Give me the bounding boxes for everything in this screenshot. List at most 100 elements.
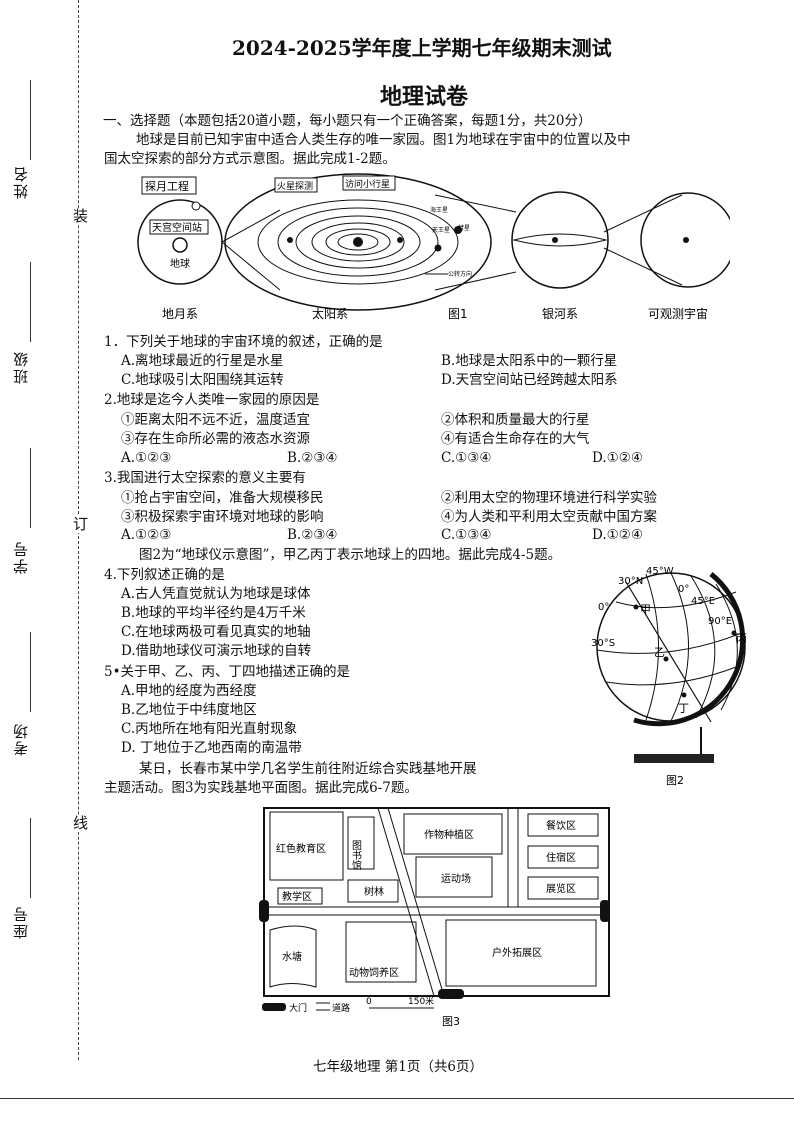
field-name-line[interactable] bbox=[30, 80, 31, 160]
caption-earth-moon: 地月系 bbox=[162, 307, 198, 321]
earth-dot bbox=[172, 237, 188, 253]
caption-fig3: 图3 bbox=[442, 1015, 460, 1028]
q4-option-b[interactable]: B.地球的平均半径约是4万千米 bbox=[121, 605, 306, 621]
area-teaching: 教学区 bbox=[282, 890, 312, 903]
q3-item-2: ②利用太空的物理环境进行科学实验 bbox=[441, 490, 657, 506]
galaxy-circle bbox=[511, 191, 609, 289]
label-earth: 地球 bbox=[170, 257, 190, 270]
q2-item-1: ①距离太阳不远不近，温度适宜 bbox=[121, 412, 310, 428]
q4-option-d[interactable]: D.借助地球仪可演示地球的自转 bbox=[121, 643, 312, 659]
label-comet: 彗星 bbox=[458, 224, 470, 232]
q2-option-d[interactable]: D.①②④ bbox=[592, 450, 643, 466]
q2-option-c[interactable]: C.①③④ bbox=[441, 450, 492, 466]
label-tianwang: 天王星 bbox=[432, 227, 450, 234]
gate-east bbox=[600, 900, 610, 922]
q3-item-1: ①抢占宇宙空间，准备大规模移民 bbox=[121, 490, 324, 506]
label-haiwang: 海王星 bbox=[430, 206, 448, 214]
caption-solar: 太阳系 bbox=[312, 306, 348, 321]
area-crop: 作物种植区 bbox=[424, 828, 474, 841]
q5-option-a[interactable]: A.甲地的经度为西经度 bbox=[121, 683, 257, 699]
q3-stem: 3.我国进行太空探索的意义主要有 bbox=[104, 470, 306, 486]
field-seat-label: 座号 bbox=[12, 905, 30, 939]
field-room-line[interactable] bbox=[30, 632, 31, 712]
q1-stem: 1．下列关于地球的宇宙环境的叙述，正确的是 bbox=[104, 334, 383, 350]
q5-option-d[interactable]: D. 丁地位于乙地西南的南温带 bbox=[121, 740, 302, 756]
intro-fig3-line1: 某日，长春市某中学几名学生前往附近综合实践基地开展 bbox=[139, 761, 477, 777]
q1-option-b[interactable]: B.地球是太阳系中的一颗行星 bbox=[441, 353, 618, 369]
q3-item-4: ④为人类和平利用太空贡献中国方案 bbox=[441, 509, 657, 525]
q3-item-3: ③积极探索宇宙环境对地球的影响 bbox=[121, 509, 324, 525]
field-seat-line[interactable] bbox=[30, 818, 31, 898]
q4-stem: 4.下列叙述正确的是 bbox=[104, 567, 225, 583]
q5-option-b[interactable]: B.乙地位于中纬度地区 bbox=[121, 702, 257, 718]
section-heading: 一、选择题（本题包括20道小题，每小题只有一个正确答案，每题1分，共20分） bbox=[103, 113, 592, 129]
q2-item-3: ③存在生命所必需的液态水资源 bbox=[121, 431, 310, 447]
intro-fig3-line2: 主题活动。图3为实践基地平面图。据此完成6-7题。 bbox=[104, 780, 418, 796]
q2-option-a[interactable]: A.①②③ bbox=[121, 450, 172, 466]
label-yi: 乙 bbox=[654, 646, 665, 659]
legend-road: 道路 bbox=[332, 1002, 350, 1014]
q1-option-c[interactable]: C.地球吸引太阳围绕其运转 bbox=[121, 372, 284, 388]
field-room-label: 考场 bbox=[12, 722, 30, 756]
exam-title: 2024-2025学年度上学期七年级期末测试 bbox=[232, 36, 612, 60]
label-ding: 丁 bbox=[678, 702, 689, 715]
field-class-label: 班级 bbox=[12, 350, 30, 384]
legend-gate: 大门 bbox=[289, 1002, 307, 1014]
area-pond: 水塘 bbox=[282, 950, 302, 963]
label-lat0: 0° bbox=[598, 602, 609, 613]
caption-fig1: 图1 bbox=[448, 307, 468, 321]
label-lunar-project: 探月工程 bbox=[145, 180, 189, 193]
page-footer: 七年级地理 第1页（共6页） bbox=[313, 1059, 483, 1075]
area-library: 图书馆 bbox=[350, 840, 362, 871]
universe-circle bbox=[640, 192, 730, 288]
figure-1: 探月工程 天宫空间站 地球 火星探测 访问小行星 海王星 天王星 彗星 公转方向… bbox=[137, 173, 730, 321]
area-dining: 餐饮区 bbox=[546, 819, 576, 832]
area-outdoor: 户外拓展区 bbox=[492, 946, 542, 959]
field-id-line[interactable] bbox=[30, 448, 31, 528]
area-red-edu: 红色教育区 bbox=[276, 842, 326, 855]
label-lon0: 0° bbox=[678, 584, 689, 595]
label-bing: 丙 bbox=[736, 632, 747, 645]
q2-item-2: ②体积和质量最大的行星 bbox=[441, 412, 590, 428]
subject-title: 地理试卷 bbox=[380, 84, 469, 110]
label-orbit: 公转方向 bbox=[448, 270, 472, 278]
caption-fig2: 图2 bbox=[666, 774, 684, 787]
legend-scale: 150米 bbox=[408, 995, 434, 1007]
gate-west bbox=[259, 900, 269, 922]
area-dorm: 住宿区 bbox=[546, 851, 576, 864]
figure-3: 红色教育区 图书馆 作物种植区 运动场 餐饮区 住宿区 展览区 树林 教学区 水… bbox=[259, 807, 610, 1028]
q1-option-a[interactable]: A.离地球最近的行星是水星 bbox=[121, 353, 284, 369]
field-class-line[interactable] bbox=[30, 262, 31, 342]
label-mars-probe: 火星探测 bbox=[277, 180, 313, 192]
q2-option-b[interactable]: B.②③④ bbox=[287, 450, 338, 466]
field-name-label: 姓名 bbox=[12, 165, 30, 199]
area-exhibit: 展览区 bbox=[546, 882, 576, 895]
q3-option-a[interactable]: A.①②③ bbox=[121, 527, 172, 543]
q3-option-b[interactable]: B.②③④ bbox=[287, 527, 338, 543]
q4-option-c[interactable]: C.在地球两极可看见真实的地轴 bbox=[121, 624, 311, 640]
caption-galaxy: 银河系 bbox=[542, 307, 578, 321]
area-sports: 运动场 bbox=[441, 872, 471, 885]
bind-mark-ding: 订 bbox=[70, 516, 91, 533]
label-jia: 甲 bbox=[640, 603, 651, 616]
figure-2: 30°N 45°W 0° 45°E 90°E 0° 30°S 甲 乙 丙 丁 图… bbox=[591, 566, 747, 787]
sun-dot bbox=[353, 237, 363, 247]
q3-option-d[interactable]: D.①②④ bbox=[592, 527, 643, 543]
label-90e: 90°E bbox=[708, 616, 732, 627]
legend-gate-swatch bbox=[262, 1003, 286, 1011]
field-id-label: 学号 bbox=[12, 540, 30, 574]
label-30n: 30°N bbox=[618, 576, 643, 587]
legend-scale-0: 0 bbox=[366, 997, 372, 1007]
q1-option-d[interactable]: D.天宫空间站已经跨越太阳系 bbox=[441, 372, 618, 388]
gate-south bbox=[438, 989, 464, 999]
bind-mark-xian: 线 bbox=[70, 815, 91, 832]
label-30s: 30°S bbox=[591, 638, 615, 649]
q4-option-a[interactable]: A.古人凭直觉就认为地球是球体 bbox=[121, 586, 311, 602]
label-45e: 45°E bbox=[691, 596, 715, 607]
label-45w: 45°W bbox=[646, 566, 674, 577]
intro-line-1: 地球是目前已知宇宙中适合人类生存的唯一家园。图1为地球在宇宙中的位置以及中 bbox=[136, 132, 631, 148]
q5-stem: 5•关于甲、乙、丙、丁四地描述正确的是 bbox=[104, 664, 351, 680]
q5-option-c[interactable]: C.丙地所在地有阳光直射现象 bbox=[121, 721, 298, 737]
q2-stem: 2.地球是迄今人类唯一家园的原因是 bbox=[104, 392, 320, 408]
q3-option-c[interactable]: C.①③④ bbox=[441, 527, 492, 543]
